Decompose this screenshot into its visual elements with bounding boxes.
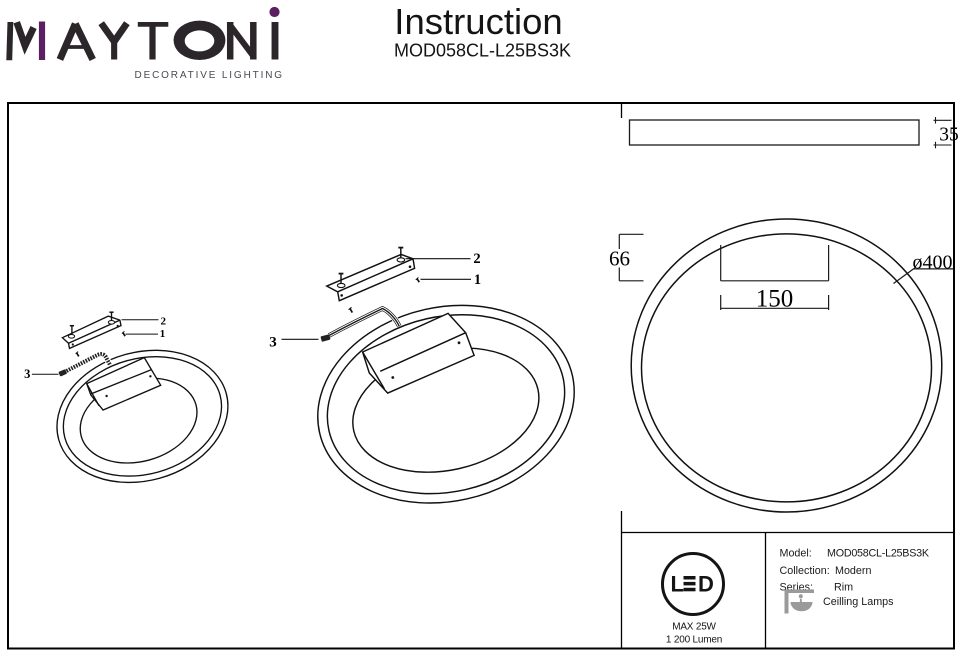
- svg-text:Modern: Modern: [835, 565, 871, 577]
- svg-text:35: 35: [939, 124, 959, 145]
- svg-text:1 200 Lumen: 1 200 Lumen: [666, 635, 722, 646]
- svg-text:Rim: Rim: [834, 582, 853, 594]
- svg-text:MOD058CL-L25BS3K: MOD058CL-L25BS3K: [394, 41, 571, 61]
- svg-text:3: 3: [269, 335, 277, 351]
- svg-text:Ceilling Lamps: Ceilling Lamps: [823, 596, 894, 608]
- svg-text:Instruction: Instruction: [394, 1, 562, 42]
- svg-text:DECORATIVE LIGHTING: DECORATIVE LIGHTING: [135, 70, 284, 81]
- svg-text:1: 1: [160, 328, 166, 340]
- svg-text:MAX 25W: MAX 25W: [672, 622, 716, 633]
- svg-text:66: 66: [609, 247, 630, 271]
- svg-text:D: D: [698, 572, 714, 597]
- svg-text:L: L: [671, 572, 684, 597]
- svg-text:ø400: ø400: [913, 252, 953, 274]
- svg-text:2: 2: [160, 316, 166, 328]
- svg-text:2: 2: [473, 251, 480, 267]
- svg-text:Model:: Model:: [780, 548, 812, 560]
- svg-text:Collection:: Collection:: [780, 565, 830, 577]
- svg-text:MOD058CL-L25BS3K: MOD058CL-L25BS3K: [827, 548, 930, 560]
- svg-text:150: 150: [756, 286, 794, 313]
- svg-text:3: 3: [24, 367, 30, 381]
- svg-text:1: 1: [474, 272, 481, 288]
